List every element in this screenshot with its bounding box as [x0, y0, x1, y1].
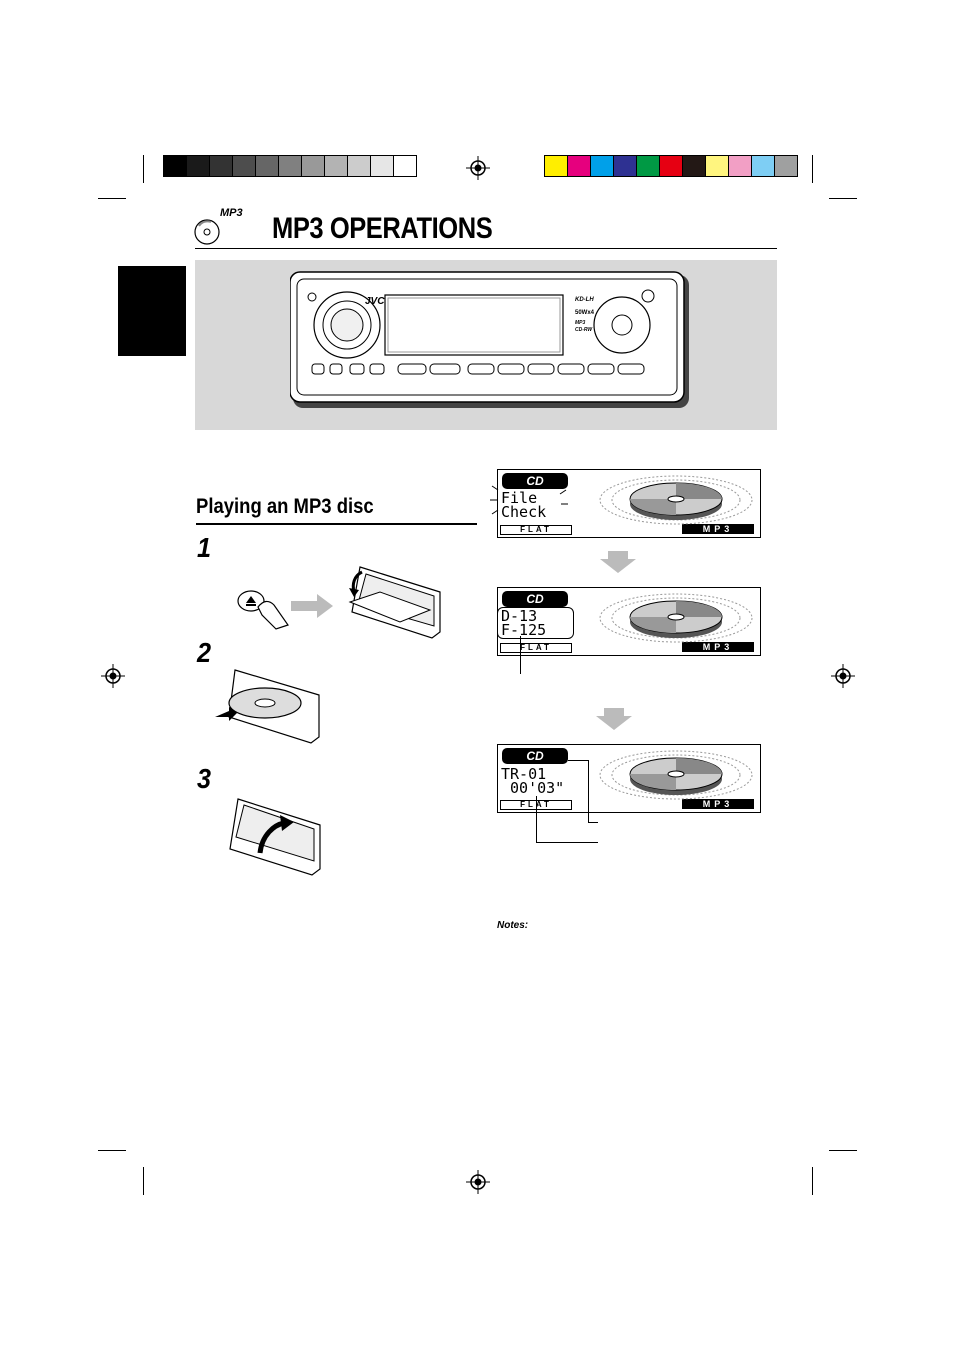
callout-line	[520, 636, 521, 674]
crop-mark	[812, 1167, 813, 1195]
disc-animation-icon	[599, 750, 753, 800]
color-swatch	[394, 156, 416, 176]
crop-mark	[98, 1150, 126, 1151]
registration-target-icon	[466, 156, 490, 180]
callout-line	[568, 760, 588, 761]
callout-line	[588, 760, 589, 822]
insert-disc-illustration	[215, 669, 320, 744]
color-swatch	[614, 156, 637, 176]
folder-file-frame	[497, 607, 574, 639]
eq-indicator: FLAT	[500, 643, 572, 653]
lcd-line-2: F-125	[501, 621, 547, 639]
lcd-line-1: D-13	[501, 607, 538, 625]
car-stereo-illustration	[290, 271, 689, 408]
color-swatch	[210, 156, 233, 176]
color-swatch	[256, 156, 279, 176]
color-swatch	[729, 156, 752, 176]
registration-target-icon	[831, 664, 855, 688]
brand-label: JVC	[365, 296, 385, 307]
color-swatch	[706, 156, 729, 176]
stereo-illustration-panel: JVC KD-LH 50Wx4 MP3 CD-RW	[195, 260, 777, 430]
color-swatch	[187, 156, 210, 176]
cd-mode-indicator: CD	[502, 473, 568, 489]
callout-line	[536, 796, 537, 842]
output-label: 50Wx4	[575, 310, 595, 316]
color-swatch	[568, 156, 591, 176]
mp3-format-indicator: MP3	[682, 642, 754, 652]
callout-line	[536, 842, 598, 843]
disc-animation-icon	[599, 475, 753, 525]
cd-mode-indicator: CD	[502, 591, 568, 607]
lcd-line-2: Check	[501, 503, 547, 521]
mp3-disc-logo-icon	[194, 219, 220, 245]
color-swatch	[233, 156, 256, 176]
crop-mark	[829, 198, 857, 199]
lcd-display-track-time: CD TR-01 00'03" FLAT MP3	[497, 744, 761, 813]
eq-indicator: FLAT	[500, 525, 572, 535]
color-swatch	[279, 156, 302, 176]
eject-press-illustration	[237, 590, 289, 630]
crop-mark	[143, 155, 144, 183]
registration-target-icon	[101, 664, 125, 688]
notes-label: Notes:	[497, 920, 529, 931]
cd-mode-indicator: CD	[502, 748, 568, 764]
callout-line	[588, 822, 598, 823]
mp3-badge: MP3	[575, 320, 586, 326]
color-swatch	[371, 156, 394, 176]
title-rule	[195, 248, 777, 249]
lcd-line-1: TR-01	[501, 765, 547, 783]
step-1-number: 1	[197, 532, 212, 563]
crop-mark	[829, 1150, 857, 1151]
color-swatch	[591, 156, 614, 176]
section-title: Playing an MP3 disc	[196, 495, 374, 518]
panel-open-illustration	[348, 566, 441, 639]
mp3-format-indicator: MP3	[682, 524, 754, 534]
color-swatch	[348, 156, 371, 176]
lcd-line-1: File	[501, 489, 538, 507]
section-rule	[196, 523, 477, 525]
down-arrow-icon	[600, 551, 636, 573]
color-swatch	[545, 156, 568, 176]
color-swatch	[325, 156, 348, 176]
disc-animation-icon	[599, 593, 753, 643]
model-label: KD-LH	[575, 297, 594, 303]
step-2-number: 2	[197, 637, 212, 668]
color-swatch	[683, 156, 706, 176]
lcd-line-2: 00'03"	[501, 779, 565, 797]
lcd-display-file-check: CD File Check FLAT MP3	[490, 469, 761, 538]
crop-mark	[812, 155, 813, 183]
right-arrow-icon	[291, 594, 333, 618]
registration-target-icon	[466, 1170, 490, 1194]
blinking-indicator-icon	[490, 477, 568, 515]
grayscale-color-bar	[163, 155, 417, 177]
crop-mark	[98, 198, 126, 199]
color-swatch	[637, 156, 660, 176]
lcd-display-disc-info: CD D-13 F-125 FLAT MP3	[497, 587, 761, 656]
cdrw-badge: CD-RW	[575, 327, 593, 333]
crop-mark	[143, 1167, 144, 1195]
color-swatch	[660, 156, 683, 176]
process-color-bar	[544, 155, 798, 177]
color-swatch	[164, 156, 187, 176]
language-tab	[118, 266, 186, 356]
mp3-logo-text: MP3	[220, 207, 243, 219]
color-swatch	[775, 156, 797, 176]
down-arrow-icon	[596, 708, 632, 730]
color-swatch	[302, 156, 325, 176]
page-title: MP3 OPERATIONS	[272, 212, 493, 245]
close-panel-illustration	[229, 798, 321, 876]
step-3-number: 3	[197, 763, 212, 794]
color-swatch	[752, 156, 775, 176]
mp3-format-indicator: MP3	[682, 799, 754, 809]
